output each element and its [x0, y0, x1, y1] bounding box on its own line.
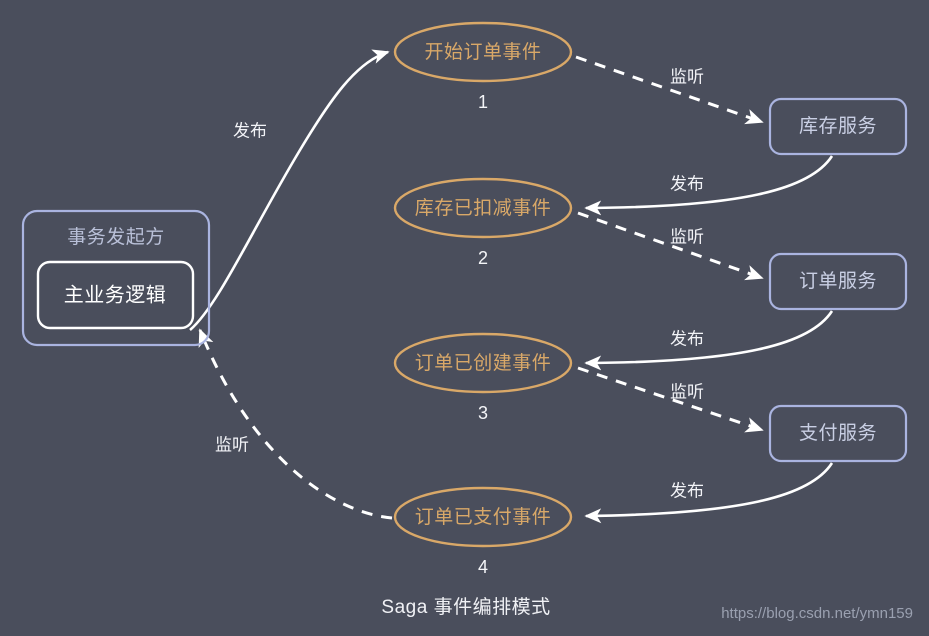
- edge-listen-order-service: [577, 211, 764, 281]
- service-label-order: 订单服务: [799, 270, 877, 292]
- event-sequence-4: 4: [478, 557, 488, 577]
- event-label-2: 库存已扣减事件: [415, 197, 552, 219]
- service-node-inventory[interactable]: 库存服务: [768, 97, 908, 156]
- edge-label-listen-initiator: 监听: [215, 435, 249, 454]
- service-label-inventory: 库存服务: [799, 115, 877, 137]
- edge-publish-order-paid-event: [584, 462, 834, 524]
- service-node-payment[interactable]: 支付服务: [768, 404, 908, 463]
- event-ellipse-4[interactable]: [393, 486, 573, 548]
- event-sequence-2: 2: [478, 248, 488, 268]
- transaction-initiator-group[interactable]: 事务发起方 主业务逻辑: [21, 209, 211, 347]
- service-box-order[interactable]: [768, 252, 908, 311]
- edge-listen-inventory-service: [575, 55, 764, 125]
- service-box-payment[interactable]: [768, 404, 908, 463]
- event-label-1: 开始订单事件: [424, 41, 541, 63]
- event-ellipse-1[interactable]: [393, 21, 573, 83]
- edge-publish-order-created-event: [584, 310, 834, 371]
- edge-label-publish-inventory: 发布: [670, 174, 704, 193]
- edge-label-publish-order: 发布: [670, 329, 704, 348]
- edge-publish-start-order-event: [189, 49, 390, 331]
- event-node-2[interactable]: 库存已扣减事件 2: [393, 177, 573, 268]
- edge-label-listen-order: 监听: [670, 227, 704, 246]
- edge-listen-initiator: [198, 328, 393, 520]
- service-box-inventory[interactable]: [768, 97, 908, 156]
- event-label-3: 订单已创建事件: [415, 352, 552, 374]
- event-sequence-3: 3: [478, 403, 488, 423]
- main-business-logic-box[interactable]: [36, 260, 195, 330]
- watermark: https://blog.csdn.net/ymn159: [721, 605, 913, 622]
- transaction-initiator-title: 事务发起方: [67, 226, 165, 248]
- edge-label-publish-start: 发布: [233, 121, 267, 140]
- event-ellipse-3[interactable]: [393, 332, 573, 394]
- event-ellipse-2[interactable]: [393, 177, 573, 239]
- main-business-logic-label: 主业务逻辑: [64, 283, 167, 306]
- event-label-4: 订单已支付事件: [415, 506, 552, 528]
- service-node-order[interactable]: 订单服务: [768, 252, 908, 311]
- edge-listen-payment-service: [577, 366, 764, 433]
- service-label-payment: 支付服务: [799, 422, 877, 444]
- event-sequence-1: 1: [478, 92, 488, 112]
- edge-publish-inventory-deducted-event: [584, 155, 834, 216]
- edge-label-listen-inventory: 监听: [670, 67, 704, 86]
- event-node-1[interactable]: 开始订单事件 1: [393, 21, 573, 112]
- event-node-4[interactable]: 订单已支付事件 4: [393, 486, 573, 577]
- edge-label-publish-payment: 发布: [670, 481, 704, 500]
- diagram-caption: Saga 事件编排模式: [381, 596, 550, 618]
- edge-label-listen-payment: 监听: [670, 382, 704, 401]
- transaction-initiator-box[interactable]: [21, 209, 211, 347]
- event-node-3[interactable]: 订单已创建事件 3: [393, 332, 573, 423]
